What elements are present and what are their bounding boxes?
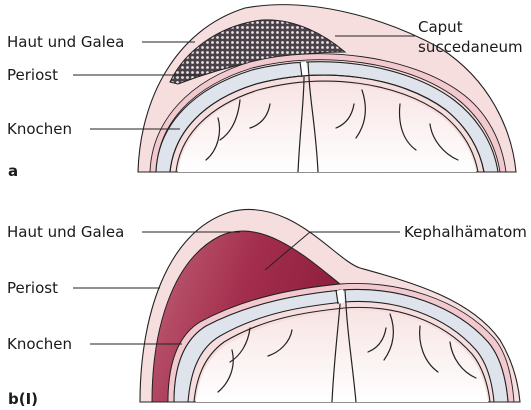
label-b-kephalhaematom: Kephalhämatom [404,223,527,241]
label-b-bone: Knochen [7,335,72,353]
label-a-caput-line1: Caput [418,18,463,36]
label-a-bone: Knochen [7,120,72,138]
label-a-caput-line2: succedaneum [418,38,523,56]
label-a-periosteum: Periost [7,66,58,84]
label-a-skin: Haut und Galea [7,33,124,51]
label-b-periosteum: Periost [7,279,58,297]
label-b-skin: Haut und Galea [7,223,124,241]
panel-a-letter: a [8,162,18,180]
panel-b-letter: b(I) [8,390,38,408]
